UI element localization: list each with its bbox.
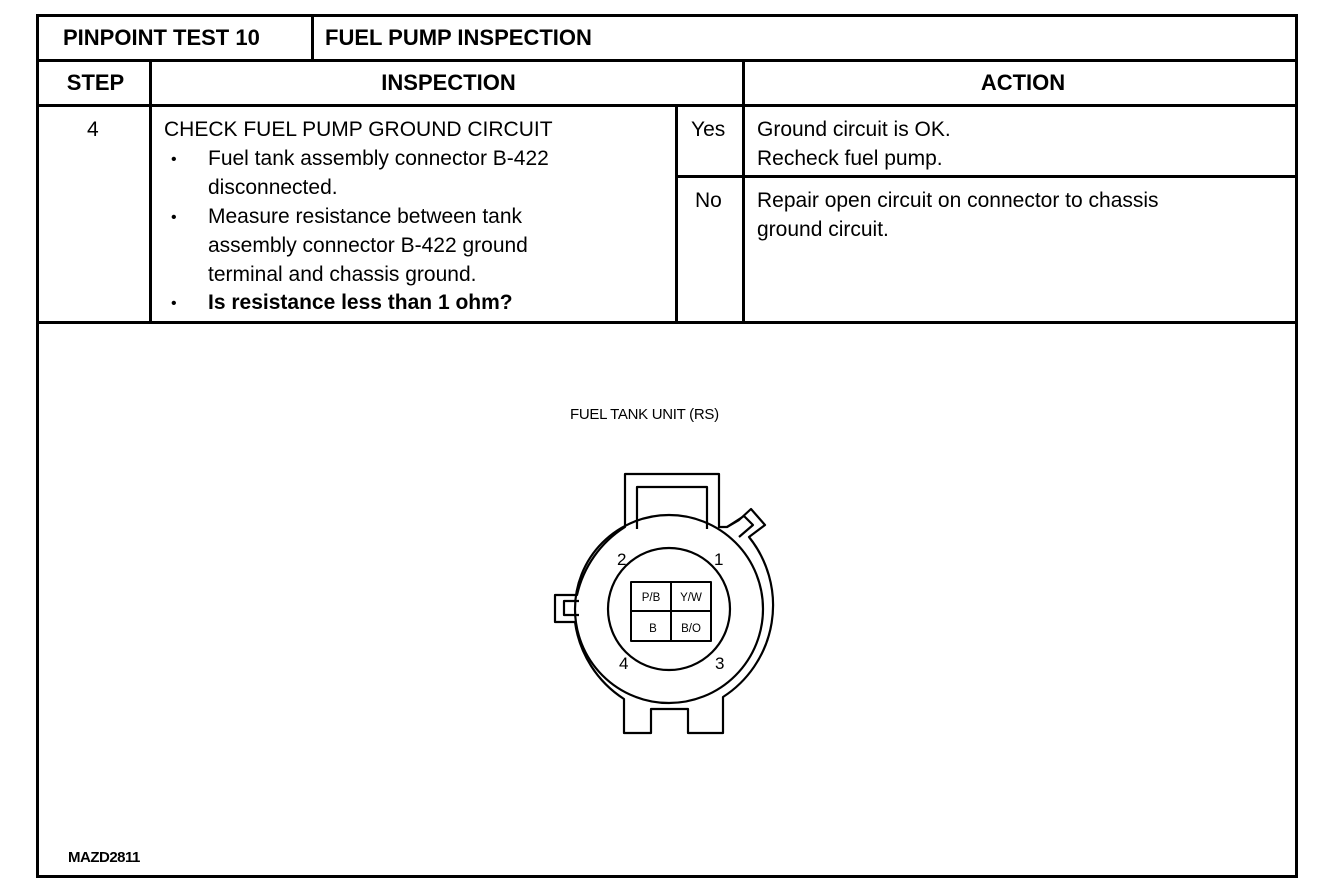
pin-1-number: 1: [714, 550, 723, 569]
outcome-yes-action-line-1: Ground circuit is OK.: [757, 118, 951, 141]
key-tab-inner: [726, 514, 755, 538]
pin-4-number: 4: [619, 654, 628, 673]
pin-2-number: 2: [617, 550, 626, 569]
side-latch-inner: [562, 599, 579, 617]
wire-colors: P/B Y/W B B/O: [642, 592, 702, 635]
action-divider: [742, 62, 745, 324]
top-latch-inner: [635, 485, 709, 529]
step-column-header: STEP: [66, 70, 125, 95]
diagram-title: FUEL TANK UNIT (RS): [570, 406, 719, 423]
inspection-column-header: INSPECTION: [381, 70, 516, 95]
test-title: FUEL PUMP INSPECTION: [325, 25, 592, 50]
pin-3-wire: B/O: [681, 623, 701, 635]
connector-diagram: 2 1 4 3 P/B Y/W B B/O: [553, 472, 775, 735]
outcome-yes-action-line-2: Recheck fuel pump.: [757, 147, 943, 170]
figure-code: MAZD2811: [68, 849, 140, 866]
outcome-no-action-line-2: ground circuit.: [757, 218, 889, 241]
outcome-divider: [675, 175, 1295, 178]
pin-4-wire: B: [649, 623, 657, 635]
column-header-row: STEP INSPECTION ACTION: [39, 62, 1295, 107]
bullet-2-line-2: assembly connector B-422 ground: [208, 234, 528, 257]
inspection-heading: CHECK FUEL PUMP GROUND CIRCUIT: [164, 118, 553, 141]
bullet-1-line-2: disconnected.: [208, 176, 338, 199]
test-label: PINPOINT TEST 10: [63, 25, 260, 50]
action-column-header: ACTION: [980, 70, 1066, 95]
pin-numbers: 2 1 4 3: [617, 550, 724, 673]
bullet-mark: •: [171, 295, 177, 312]
bullet-mark: •: [171, 209, 177, 226]
connector-housing-outline: [553, 472, 775, 735]
bullet-2-line-3: terminal and chassis ground.: [208, 263, 477, 286]
pin-2-wire: P/B: [642, 592, 661, 604]
answer-divider-left: [675, 107, 678, 324]
step-row-bottom-border: [39, 321, 1295, 324]
outcome-no-action-line-1: Repair open circuit on connector to chas…: [757, 189, 1159, 212]
outcome-no-label: No: [695, 189, 722, 212]
test-header-row: PINPOINT TEST 10 FUEL PUMP INSPECTION: [39, 17, 1295, 62]
step-divider: [149, 62, 152, 324]
bullet-mark: •: [171, 151, 177, 168]
outcome-yes-label: Yes: [691, 118, 726, 141]
pinpoint-test-table: PINPOINT TEST 10 FUEL PUMP INSPECTION ST…: [36, 14, 1298, 878]
header-divider: [311, 17, 314, 62]
connector-inner-ring: [573, 513, 765, 705]
step-number: 4: [87, 118, 99, 141]
bullet-2-line-1: Measure resistance between tank: [208, 205, 523, 228]
bullet-3-question: Is resistance less than 1 ohm?: [208, 291, 513, 314]
bullet-1-line-1: Fuel tank assembly connector B-422: [208, 147, 549, 170]
pin-3-number: 3: [715, 654, 724, 673]
pin-face-circle: [606, 546, 732, 672]
pin-1-wire: Y/W: [680, 592, 702, 604]
